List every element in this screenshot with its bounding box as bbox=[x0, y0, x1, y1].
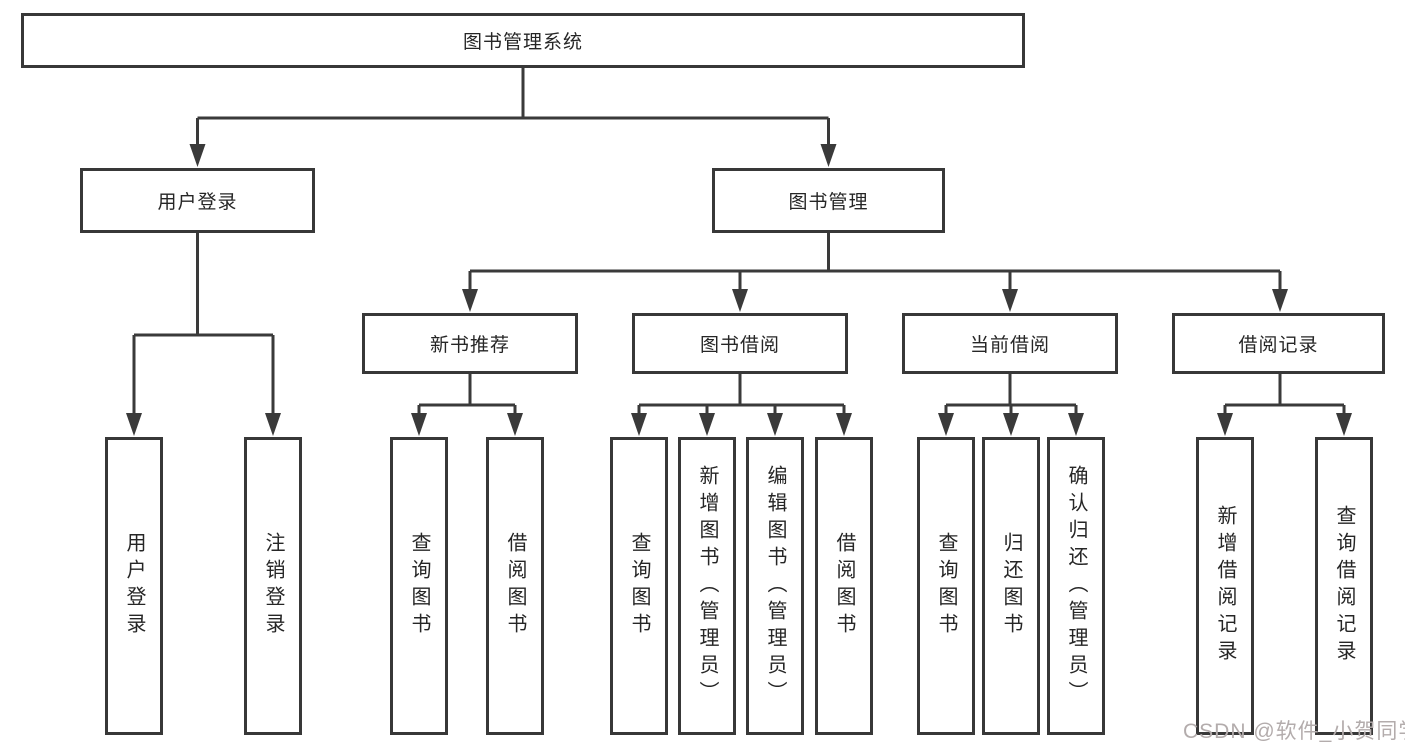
node-label: 用户登录 bbox=[157, 192, 238, 213]
node-label: 图书管理 bbox=[788, 192, 869, 213]
leaf-add-borrow-record: 新增借阅记录 bbox=[1196, 437, 1254, 735]
node-current-borrowing: 当前借阅 bbox=[902, 313, 1118, 374]
node-borrowing-records: 借阅记录 bbox=[1172, 313, 1385, 374]
node-label: 图书管理系统 bbox=[462, 32, 583, 53]
node-label: 当前借阅 bbox=[969, 335, 1050, 356]
leaf-label: 编辑图书（管理员） bbox=[764, 464, 786, 708]
leaf-label: 新增图书（管理员） bbox=[696, 464, 718, 708]
leaf-label: 归还图书 bbox=[1000, 532, 1022, 640]
leaf-borrow-books-2: 借阅图书 bbox=[815, 437, 873, 735]
leaf-label: 注销登录 bbox=[262, 532, 284, 640]
node-book-management: 图书管理 bbox=[712, 168, 945, 233]
leaf-add-book-admin: 新增图书（管理员） bbox=[678, 437, 736, 735]
leaf-label: 查询图书 bbox=[935, 532, 957, 640]
leaf-label: 新增借阅记录 bbox=[1214, 505, 1236, 667]
leaf-borrow-books: 借阅图书 bbox=[486, 437, 544, 735]
node-new-book-recommendation: 新书推荐 bbox=[362, 313, 578, 374]
node-label: 新书推荐 bbox=[429, 335, 510, 356]
leaf-label: 查询图书 bbox=[408, 532, 430, 640]
leaf-return-book: 归还图书 bbox=[982, 437, 1040, 735]
leaf-label: 查询借阅记录 bbox=[1333, 505, 1355, 667]
leaf-label: 确认归还（管理员） bbox=[1065, 464, 1087, 708]
leaf-label: 借阅图书 bbox=[504, 532, 526, 640]
leaf-edit-book-admin: 编辑图书（管理员） bbox=[746, 437, 804, 735]
node-user-login: 用户登录 bbox=[80, 168, 315, 233]
node-label: 借阅记录 bbox=[1238, 335, 1319, 356]
leaf-query-borrow-record: 查询借阅记录 bbox=[1315, 437, 1373, 735]
leaf-query-books-2: 查询图书 bbox=[610, 437, 668, 735]
leaf-label: 用户登录 bbox=[123, 532, 145, 640]
leaf-logout: 注销登录 bbox=[244, 437, 302, 735]
leaf-query-books-3: 查询图书 bbox=[917, 437, 975, 735]
leaf-label: 查询图书 bbox=[628, 532, 650, 640]
watermark: CSDN @软件_小贺同学 bbox=[1183, 720, 1405, 743]
node-label: 图书借阅 bbox=[699, 335, 780, 356]
node-library-management-system: 图书管理系统 bbox=[21, 13, 1025, 68]
leaf-query-books: 查询图书 bbox=[390, 437, 448, 735]
leaf-label: 借阅图书 bbox=[833, 532, 855, 640]
leaf-confirm-return-admin: 确认归还（管理员） bbox=[1047, 437, 1105, 735]
node-book-borrowing: 图书借阅 bbox=[632, 313, 848, 374]
leaf-user-login: 用户登录 bbox=[105, 437, 163, 735]
